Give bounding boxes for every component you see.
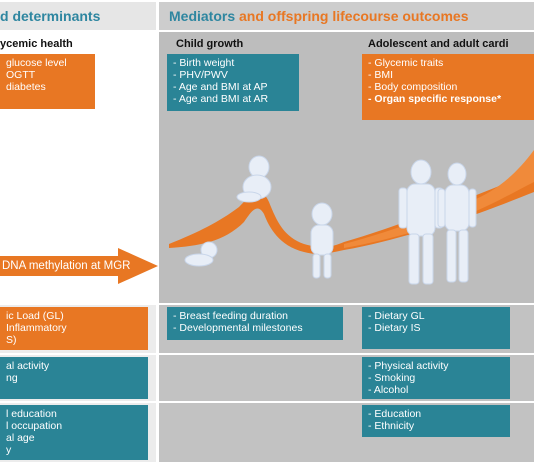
glycemic-item: diabetes <box>6 81 46 93</box>
activity-right-box: Physical activity Smoking Alcohol <box>362 357 510 399</box>
activity-right-item: Smoking <box>368 372 504 384</box>
methylation-label: DNA methylation at MGR <box>2 260 131 272</box>
social-right-item: Education <box>368 408 504 420</box>
adolescent-bold-item: Organ specific response* <box>368 93 528 105</box>
social-right-item: Ethnicity <box>368 420 504 432</box>
left-header-title: d determinants <box>0 8 101 24</box>
child-growth-box: Birth weight PHV/PWV Age and BMI at AP A… <box>167 54 299 111</box>
activity-left-box: al activity ng <box>0 357 148 399</box>
diet-middle-box: Breast feeding duration Developmental mi… <box>167 307 343 340</box>
adolescent-item: BMI <box>368 69 528 81</box>
activity-left-item: ng <box>6 372 18 384</box>
diet-left-item: S) <box>6 334 17 346</box>
activity-left-item: al activity <box>6 360 50 372</box>
social-left-box: l education l occupation al age y <box>0 405 148 460</box>
child-growth-item: Birth weight <box>173 57 293 69</box>
adolescent-subtitle: Adolescent and adult cardi <box>368 38 509 50</box>
child-growth-item: Age and BMI at AP <box>173 81 293 93</box>
child-growth-item: Age and BMI at AR <box>173 93 293 105</box>
adolescent-item: Glycemic traits <box>368 57 528 69</box>
social-left-item: y <box>6 444 12 456</box>
child-growth-item: PHV/PWV <box>173 69 293 81</box>
toddler-figure <box>310 202 334 279</box>
infant-figure <box>184 241 218 267</box>
diet-middle-item: Breast feeding duration <box>173 310 337 322</box>
diet-left-box: ic Load (GL) Inflammatory S) <box>0 307 148 350</box>
growth-curve-lower <box>169 172 534 254</box>
diet-right-box: Dietary GL Dietary IS <box>362 307 510 349</box>
glycemic-health-subtitle: ycemic health <box>0 38 73 50</box>
adolescent-box: Glycemic traits BMI Body composition Org… <box>362 54 534 120</box>
growth-illustration <box>169 150 534 285</box>
diet-middle-item: Developmental milestones <box>173 322 337 334</box>
social-left-item: l occupation <box>6 420 63 432</box>
activity-right-item: Physical activity <box>368 360 504 372</box>
adult-woman-figure <box>437 162 477 283</box>
social-right-box: Education Ethnicity <box>362 405 510 437</box>
left-header: d determinants <box>0 2 156 30</box>
child-growth-subtitle: Child growth <box>176 38 244 50</box>
adult-man-figure <box>398 159 444 285</box>
right-header-title-mediators: Mediators <box>169 8 236 24</box>
activity-right-item: Alcohol <box>368 384 504 396</box>
glycemic-health-box: glucose level OGTT diabetes <box>0 54 95 109</box>
methylation-arrow-shape <box>0 248 158 284</box>
growth-curve-upper <box>344 150 534 248</box>
glycemic-item: glucose level <box>6 57 67 69</box>
diet-right-item: Dietary IS <box>368 322 504 334</box>
diet-left-item: Inflammatory <box>6 322 67 334</box>
social-left-item: l education <box>6 408 57 420</box>
right-header-title: Mediators and offspring lifecourse outco… <box>169 8 469 24</box>
right-header: Mediators and offspring lifecourse outco… <box>159 2 534 30</box>
diet-right-item: Dietary GL <box>368 310 504 322</box>
social-left-item: al age <box>6 432 35 444</box>
methylation-arrow <box>0 248 158 284</box>
adolescent-item: Body composition <box>368 81 528 93</box>
baby-figure <box>236 155 272 203</box>
right-header-title-outcomes: and offspring lifecourse outcomes <box>235 8 469 24</box>
diet-left-item: ic Load (GL) <box>6 310 64 322</box>
glycemic-item: OGTT <box>6 69 36 81</box>
